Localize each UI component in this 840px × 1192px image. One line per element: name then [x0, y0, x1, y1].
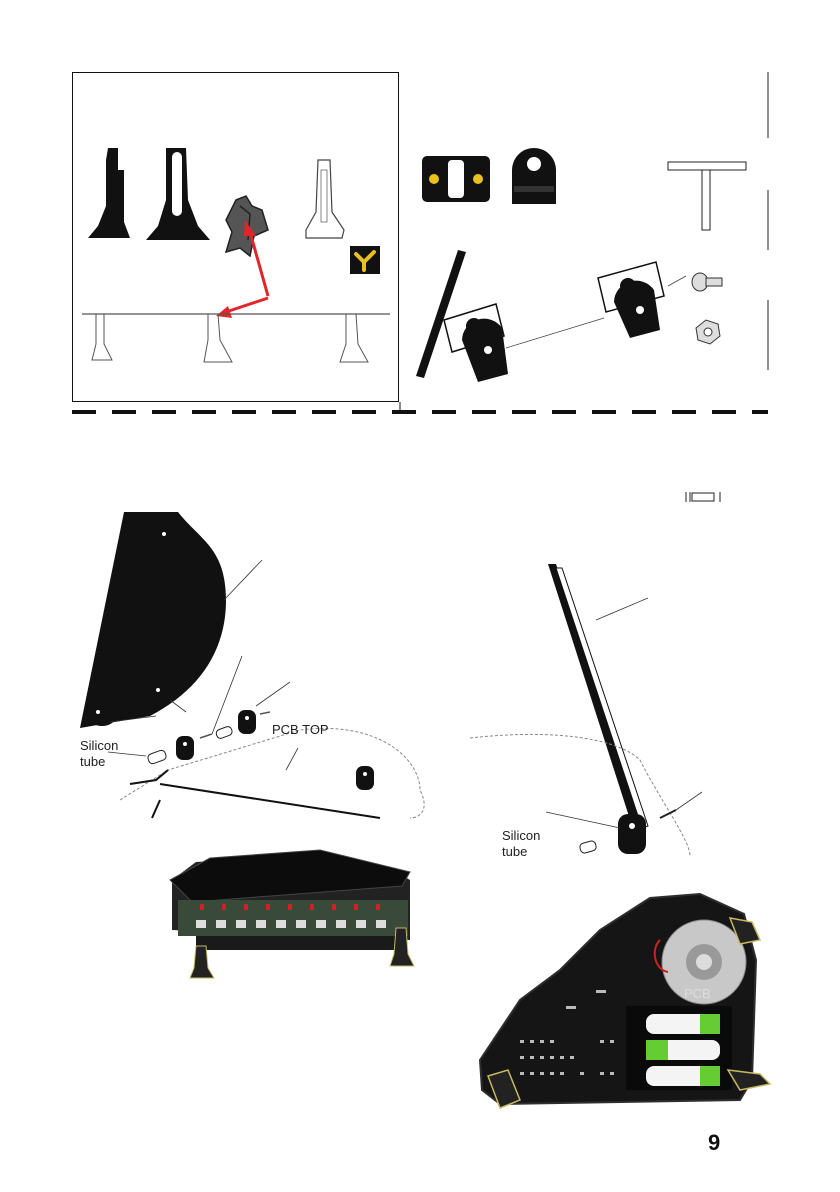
pcb-label: PCB [684, 986, 711, 1002]
battery-pack-icon [626, 1006, 732, 1090]
page-number: 9 [708, 1130, 720, 1156]
